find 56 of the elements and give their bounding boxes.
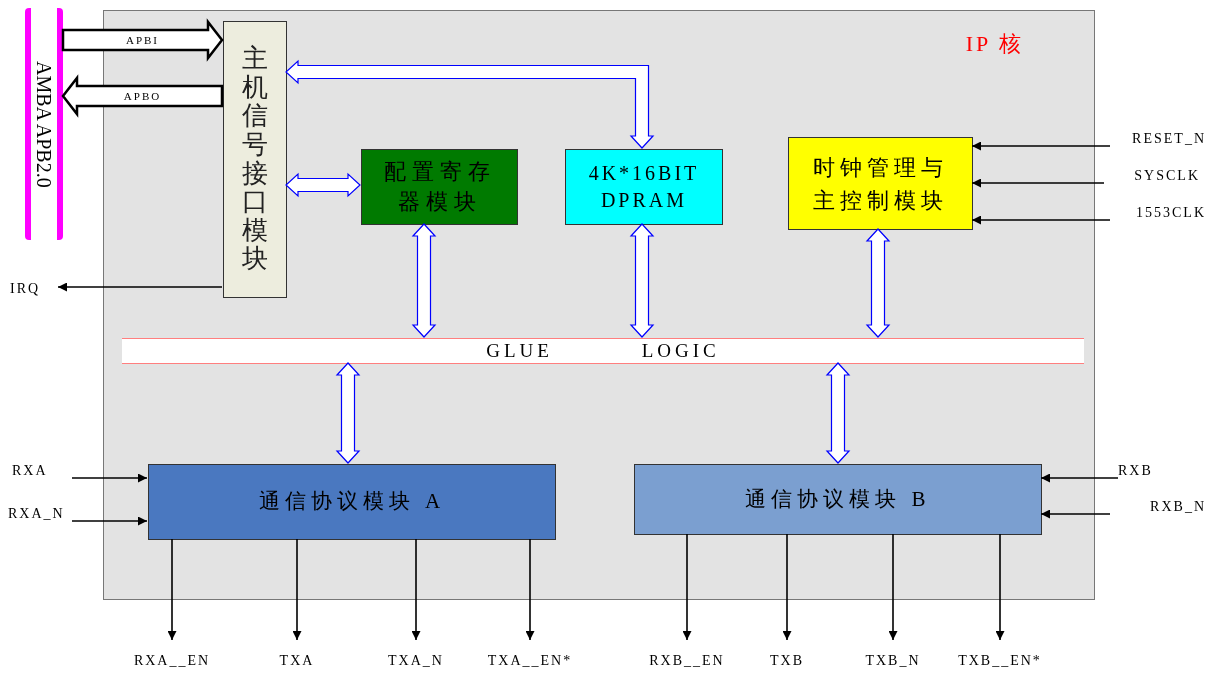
ip-core-block xyxy=(103,10,1095,600)
block-arrow xyxy=(411,223,437,338)
block-arrow xyxy=(825,362,851,464)
block-label: GLUE LOGIC xyxy=(486,338,720,363)
clock-control-box xyxy=(788,137,973,230)
register-box xyxy=(361,149,518,225)
block-label: 配置寄存器模块 xyxy=(382,158,497,216)
block-arrow xyxy=(335,362,361,464)
protocol-box xyxy=(148,464,556,540)
arrow xyxy=(71,473,148,483)
block-arrow xyxy=(285,172,361,198)
arrow xyxy=(71,516,148,526)
arrow xyxy=(782,533,792,641)
signal-label: RESET_N xyxy=(1110,128,1206,146)
block-arrow xyxy=(61,18,224,62)
signal-label: 1553CLK xyxy=(1110,202,1206,220)
arrow xyxy=(971,141,1111,151)
block-arrow xyxy=(865,228,891,338)
arrow xyxy=(971,178,1105,188)
signal-label: RXB xyxy=(1118,460,1170,478)
signal-label: RXB_N xyxy=(1110,496,1206,514)
signal-label: RXA__EN xyxy=(117,640,227,668)
arrow xyxy=(682,533,692,641)
block-arrow xyxy=(629,223,655,338)
dpram-box xyxy=(565,149,723,225)
arrow xyxy=(292,538,302,641)
block-label: 4K*16BIT DPRAM xyxy=(587,161,701,213)
host-interface-box xyxy=(223,21,287,298)
signal-label: TXA xyxy=(242,640,352,668)
arrow xyxy=(1040,473,1119,483)
signal-label: IRQ xyxy=(10,278,58,298)
block-label: 主机信号接口模块 xyxy=(242,45,268,274)
block-label: AMBA APB2.0 xyxy=(32,60,56,188)
arrow xyxy=(57,282,223,292)
signal-label: RXA xyxy=(12,460,72,478)
arrow xyxy=(411,538,421,641)
protocol-box xyxy=(634,464,1042,535)
arrow xyxy=(167,538,177,641)
arrow xyxy=(1040,509,1111,519)
arrow xyxy=(971,215,1111,225)
arrow xyxy=(888,533,898,641)
arrow xyxy=(525,538,535,641)
block-label: 通信协议模块 A xyxy=(258,488,446,516)
block-label: 通信协议模块 B xyxy=(745,485,931,513)
signal-label: TXB__EN* xyxy=(945,640,1055,668)
block-arrow xyxy=(285,59,655,149)
bus-label xyxy=(25,8,63,240)
block-arrow xyxy=(61,74,224,118)
glue-logic-bar xyxy=(122,338,1084,364)
signal-label: SYSCLK xyxy=(1104,165,1200,183)
block-label: IP 核 xyxy=(965,30,1024,58)
block-label: 时钟管理与主控制模块 xyxy=(812,153,949,215)
signal-label: TXA__EN* xyxy=(475,640,585,668)
arrow xyxy=(995,533,1005,641)
signal-label: TXA_N xyxy=(361,640,471,668)
signal-label: RXA_N xyxy=(8,503,72,521)
